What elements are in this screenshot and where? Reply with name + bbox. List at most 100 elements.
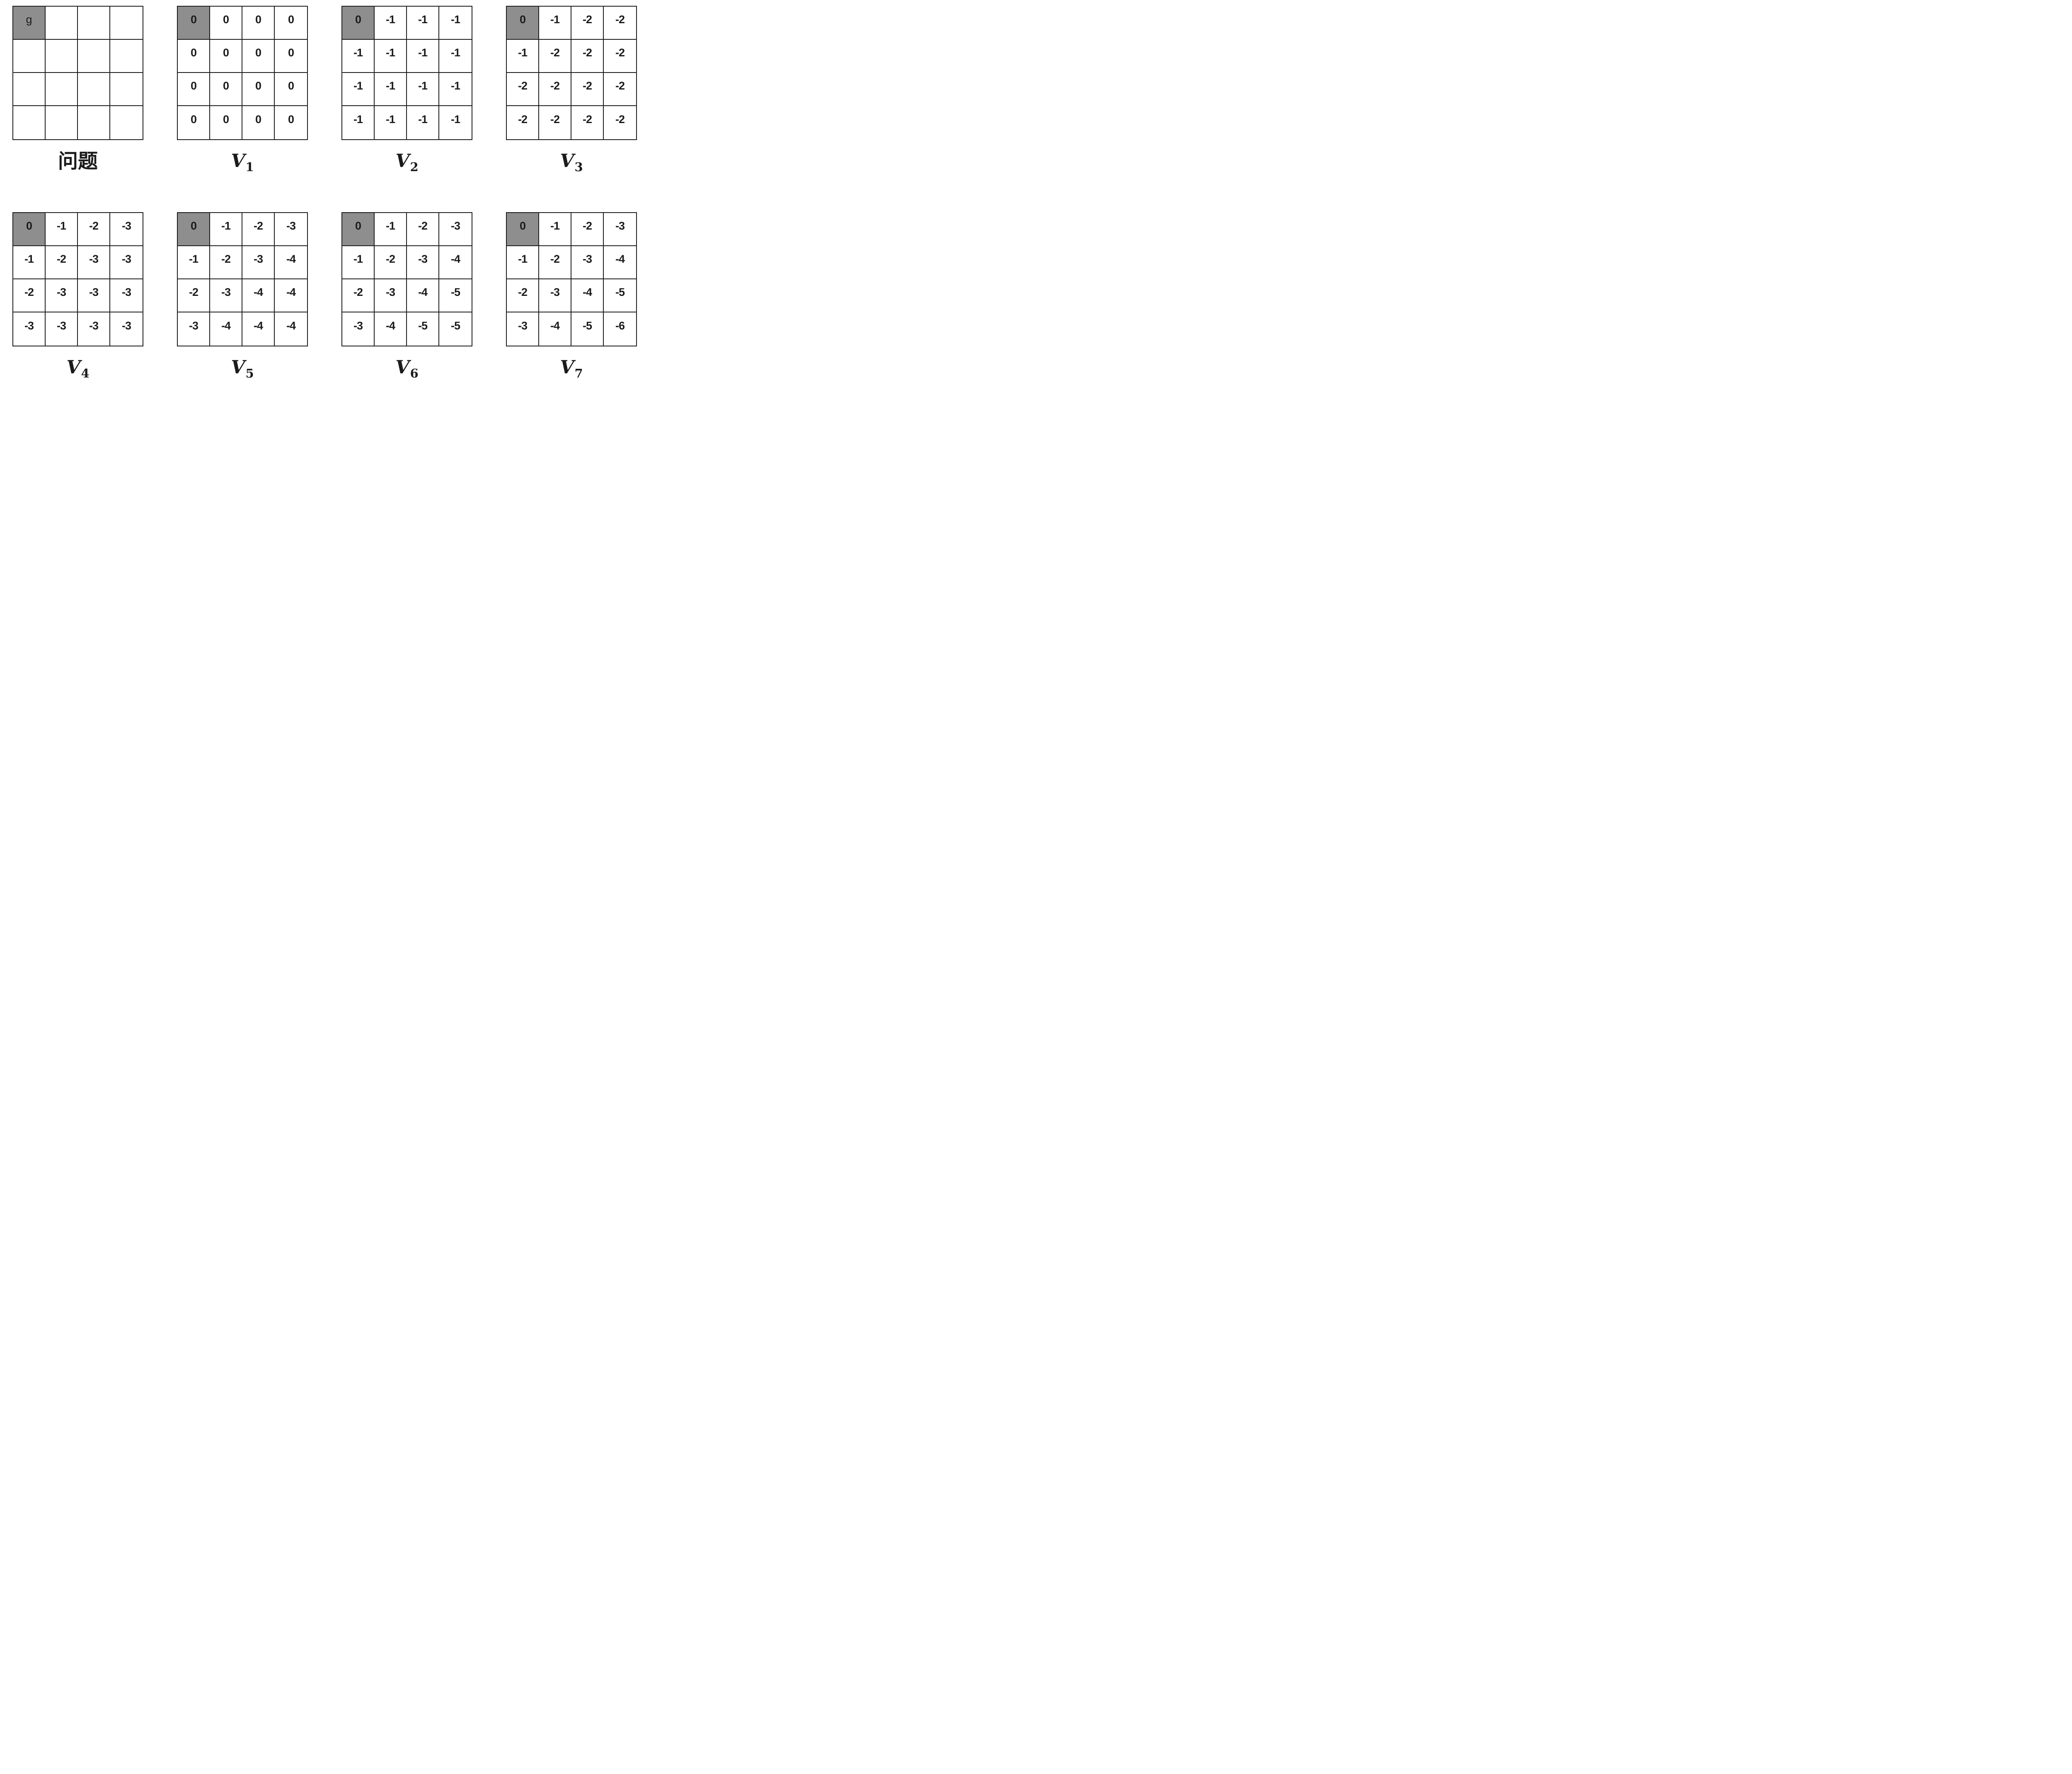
grid-cell: -3 — [242, 246, 275, 279]
grid-cell: -3 — [407, 246, 439, 279]
value-grid-problem: g — [12, 6, 143, 140]
grid-cell — [46, 40, 78, 73]
value-grid-v6: 0-1-2-3-1-2-3-4-2-3-4-5-3-4-5-5 — [341, 212, 472, 346]
grid-cell — [46, 73, 78, 106]
grid-cell: -3 — [178, 312, 210, 346]
grid-cell: -2 — [539, 246, 571, 279]
grid-cell: -5 — [571, 312, 604, 346]
grid-cell: -3 — [571, 246, 604, 279]
grid-cell: -4 — [375, 312, 407, 346]
grid-cell: -3 — [78, 312, 110, 346]
grid-cell: 0 — [210, 7, 242, 40]
caption-variable: V — [66, 357, 81, 378]
grid-cell: 0 — [275, 40, 307, 73]
grid-cell: -3 — [110, 213, 143, 246]
grid-cell — [13, 106, 46, 139]
grid-cell: 0 — [242, 106, 275, 139]
grid-cell: -3 — [46, 312, 78, 346]
grid-cell: -1 — [439, 40, 472, 73]
grid-cell: -1 — [46, 213, 78, 246]
grid-cell — [110, 106, 143, 139]
panel-caption-v7: V7 — [560, 352, 583, 380]
grid-cell: -3 — [110, 312, 143, 346]
grid-cell: 0 — [242, 7, 275, 40]
grid-cell — [110, 7, 143, 40]
grid-cell: -2 — [571, 7, 604, 40]
panel-caption-problem: 问题 — [58, 146, 98, 177]
grid-cell: -5 — [407, 312, 439, 346]
grid-cell: -2 — [604, 106, 636, 139]
grid-cell: -2 — [539, 73, 571, 106]
grid-cell: -2 — [46, 246, 78, 279]
caption-variable: V — [395, 150, 410, 172]
grid-cell: -4 — [242, 312, 275, 346]
grid-cell: -2 — [407, 213, 439, 246]
grid-cell: -2 — [571, 106, 604, 139]
caption-variable: V — [231, 150, 245, 172]
grid-cell: -3 — [110, 246, 143, 279]
grid-cell: 0 — [242, 40, 275, 73]
grid-cell: -1 — [407, 106, 439, 139]
grid-cell: 0 — [178, 73, 210, 106]
caption-math: V3 — [560, 150, 583, 173]
grid-cell: -4 — [275, 279, 307, 312]
grid-cell: -4 — [539, 312, 571, 346]
caption-subscript: 1 — [245, 160, 254, 174]
grid-cell: -6 — [604, 312, 636, 346]
panel-caption-v6: V6 — [395, 352, 418, 380]
grid-cell: -3 — [46, 279, 78, 312]
grid-cell — [78, 73, 110, 106]
panel-caption-v1: V1 — [231, 146, 254, 177]
grid-cell — [110, 73, 143, 106]
grid-cell: 0 — [210, 40, 242, 73]
grid-cell: -1 — [407, 7, 439, 40]
grid-cell: -3 — [507, 312, 539, 346]
grid-cell: -5 — [604, 279, 636, 312]
grid-cell: -2 — [507, 279, 539, 312]
grid-cell: -1 — [13, 246, 46, 279]
grid-cell: -4 — [439, 246, 472, 279]
grid-cell: -5 — [439, 312, 472, 346]
grid-cell: 0 — [178, 7, 210, 40]
grid-cell: -4 — [571, 279, 604, 312]
panel-caption-v3: V3 — [560, 146, 583, 177]
grid-cell: -2 — [539, 106, 571, 139]
grid-cell: -1 — [507, 246, 539, 279]
caption-variable: V — [231, 357, 245, 378]
caption-subscript: 4 — [81, 366, 90, 380]
grid-cell: 0 — [242, 73, 275, 106]
grid-cell: -3 — [78, 279, 110, 312]
grid-cell: 0 — [507, 7, 539, 40]
grid-cell: -4 — [275, 246, 307, 279]
grid-cell: -4 — [407, 279, 439, 312]
grid-cell: -1 — [375, 40, 407, 73]
grid-cell: -2 — [507, 106, 539, 139]
grid-cell — [78, 7, 110, 40]
caption-math: V4 — [66, 357, 90, 380]
grid-cell: -4 — [604, 246, 636, 279]
caption-math: V6 — [395, 357, 418, 380]
grid-cell: -3 — [275, 213, 307, 246]
caption-variable: V — [395, 357, 410, 378]
grid-cell: -2 — [507, 73, 539, 106]
caption-text: 问题 — [58, 150, 98, 173]
grid-cell: -3 — [439, 213, 472, 246]
grid-cell: -2 — [13, 279, 46, 312]
caption-math: V5 — [231, 357, 254, 380]
caption-variable: V — [560, 150, 574, 172]
grid-cell: -3 — [78, 246, 110, 279]
grid-cell: -1 — [439, 106, 472, 139]
grid-cell: -3 — [342, 312, 375, 346]
grid-cell: -1 — [210, 213, 242, 246]
grid-cell: -1 — [375, 213, 407, 246]
value-grid-v5: 0-1-2-3-1-2-3-4-2-3-4-4-3-4-4-4 — [177, 212, 308, 346]
grid-cell — [78, 106, 110, 139]
grid-cell: -4 — [275, 312, 307, 346]
grid-cell — [13, 73, 46, 106]
